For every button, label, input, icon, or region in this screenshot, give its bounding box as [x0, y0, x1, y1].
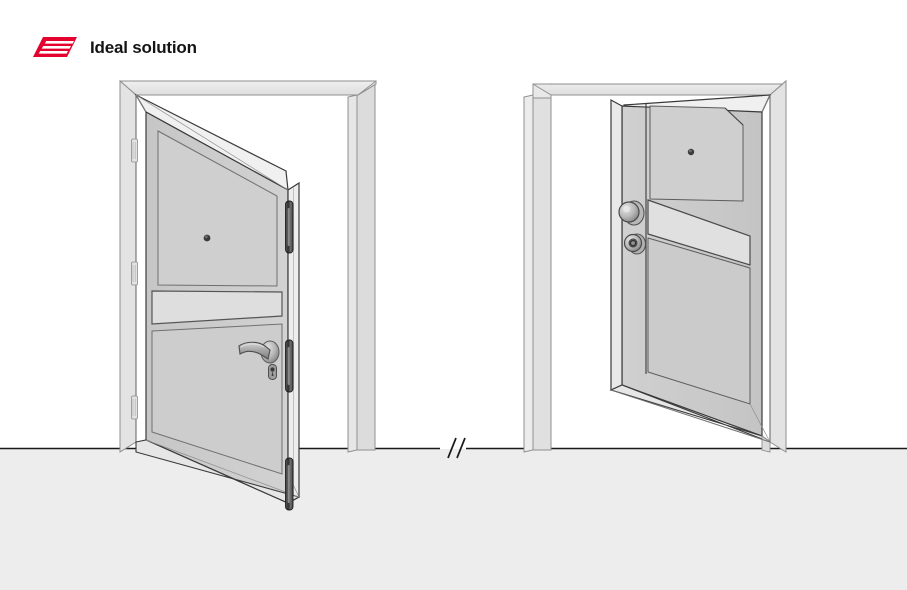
- left-door-upper-panel: [157, 130, 278, 287]
- frame-hinge-icon: [131, 138, 138, 163]
- floor-group: [0, 437, 907, 590]
- left-door-keyhole[interactable]: [268, 364, 277, 380]
- frame-hinge-icon: [131, 261, 138, 286]
- left-door-decorative-band: [151, 290, 283, 325]
- left-door-assembly: [119, 79, 377, 511]
- right-door-leaf: [609, 94, 771, 453]
- brand-name: Ideal solution: [90, 37, 197, 57]
- knob-body: [618, 201, 640, 223]
- break-symbol: [447, 437, 466, 459]
- right-door-cylinder-lock[interactable]: [623, 233, 647, 255]
- brand-lockup: Ideal solution: [33, 33, 197, 61]
- left-door-frame-right-jamb: [347, 83, 376, 453]
- right-door-leading-edge: [610, 98, 623, 391]
- left-door-bottom-sill: [135, 439, 301, 504]
- left-door-lever-handle[interactable]: [238, 340, 280, 364]
- right-door-frame-head: [532, 79, 787, 99]
- left-door-frame-hinge-group: [131, 138, 138, 420]
- right-door-upper-panel: [649, 105, 744, 202]
- right-door-assembly: [523, 79, 787, 453]
- ideal-solution-logo-icon: [33, 37, 77, 57]
- left-door-leaf-hinge-group: [285, 200, 294, 511]
- right-door-frame-right-jamb: [769, 79, 787, 453]
- left-door-lower-panel: [151, 323, 283, 475]
- floor-surface: [0, 449, 907, 590]
- frame-hinge-icon: [131, 395, 138, 420]
- left-door-leaf: [134, 93, 301, 505]
- left-door-frame-left-jamb: [119, 79, 138, 453]
- left-door-frame-head: [119, 80, 377, 101]
- right-door-round-knob[interactable]: [618, 200, 645, 226]
- right-door-decorative-band: [647, 199, 751, 266]
- right-door-peephole: [687, 148, 695, 156]
- right-door-frame-left-jamb: [523, 83, 552, 453]
- left-door-peephole: [203, 234, 211, 242]
